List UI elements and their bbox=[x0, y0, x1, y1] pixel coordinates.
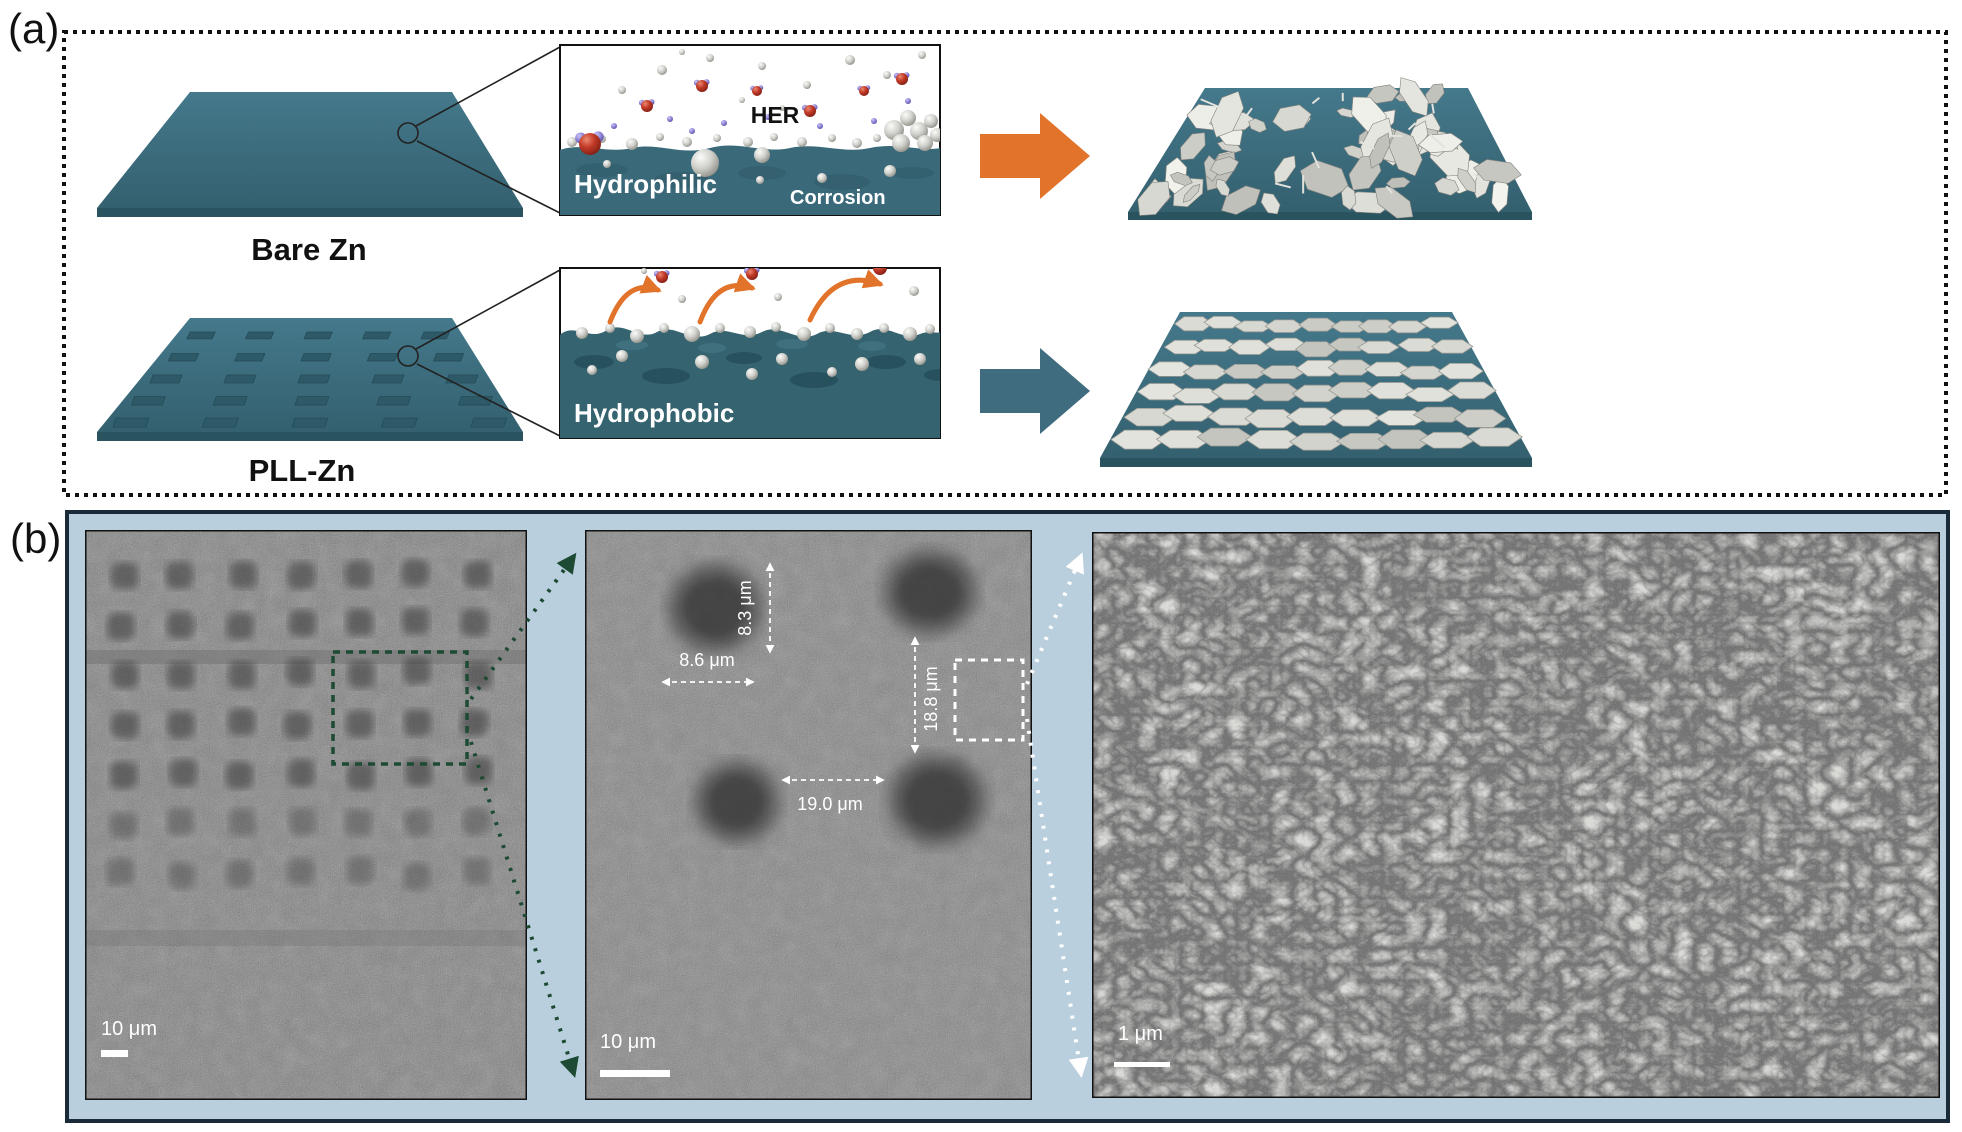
pll-pattern-pads bbox=[112, 331, 508, 428]
pll-spot-blobs bbox=[669, 550, 985, 845]
selection-box-green bbox=[331, 650, 469, 766]
bouncing-water-molecules bbox=[653, 268, 887, 283]
panel-a-label: (a) bbox=[8, 5, 60, 52]
pll-zn-label: PLL-Zn bbox=[249, 453, 356, 488]
panel-a-canvas: Bare Zn H bbox=[62, 30, 1948, 497]
bare-zn-plate bbox=[97, 92, 523, 217]
result-pll-zn bbox=[1100, 312, 1532, 467]
sem-mid-mag-image: 8.3 μm 8.6 μm 18.8 μm 19.0 μm 10 μm bbox=[585, 530, 1032, 1100]
inset-hydrophobic: Hydrophobic bbox=[559, 267, 941, 439]
surface-shading bbox=[576, 163, 934, 190]
sem-high-mag-image: 1 μm bbox=[1092, 532, 1940, 1098]
panel-b-label: (b) bbox=[10, 515, 62, 562]
measure-spot-height: 8.3 μm bbox=[735, 580, 755, 635]
hydrophilic-particles bbox=[567, 49, 940, 184]
result-bare-zn bbox=[1128, 77, 1532, 220]
white-magnify-arrows bbox=[1025, 552, 1089, 1078]
measure-pitch-horizontal: 19.0 μm bbox=[797, 794, 862, 814]
process-arrow-bare bbox=[980, 113, 1090, 199]
chaotic-zn-flakes bbox=[1137, 77, 1522, 219]
sem3-scale-label: 1 μm bbox=[1118, 1023, 1163, 1045]
measurement-arrows bbox=[661, 562, 920, 785]
hydrophobic-particles bbox=[576, 268, 935, 380]
hydrophobic-label: Hydrophobic bbox=[574, 398, 734, 428]
process-arrow-pll bbox=[980, 348, 1090, 434]
surface-cavities bbox=[574, 352, 940, 388]
corrosion-label: Corrosion bbox=[790, 187, 886, 209]
sem2-scale-bar bbox=[600, 1070, 670, 1077]
zoom-indicator-bare bbox=[397, 46, 561, 214]
sem1-scale-label: 10 μm bbox=[101, 1018, 157, 1040]
sem-low-mag-image: 10 μm bbox=[85, 530, 527, 1100]
water-repel-arrows bbox=[607, 269, 884, 325]
measure-pitch-vertical: 18.8 μm bbox=[921, 666, 941, 731]
panel-b-sem: 10 μm 8 bbox=[65, 510, 1950, 1123]
bare-zn-label: Bare Zn bbox=[251, 232, 366, 267]
sem1-scale-bar bbox=[101, 1050, 128, 1057]
panel-a-dashed-border bbox=[62, 30, 1948, 497]
ordered-zn-hexagons bbox=[1110, 315, 1523, 451]
panel-a-schematic: Bare Zn H bbox=[62, 30, 1948, 497]
selection-box-white bbox=[953, 658, 1025, 742]
measure-spot-width: 8.6 μm bbox=[679, 650, 734, 670]
sem2-scale-label: 10 μm bbox=[600, 1031, 656, 1053]
pll-zn-plate bbox=[97, 318, 523, 441]
surface-highlights bbox=[616, 339, 886, 353]
inset-hydrophilic: HER Hydrophilic Corrosion bbox=[559, 44, 941, 216]
sem3-scale-bar bbox=[1114, 1062, 1170, 1067]
zoom-indicator-pll bbox=[397, 269, 561, 437]
her-label: HER bbox=[751, 102, 800, 128]
hydrophilic-label: Hydrophilic bbox=[574, 169, 717, 199]
